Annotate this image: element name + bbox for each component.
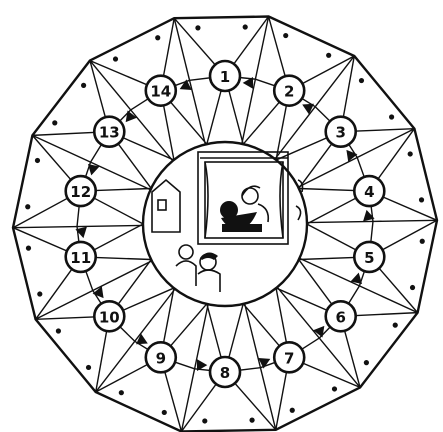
space-number: 2 [284,83,294,101]
board-space-7[interactable]: 7 [274,342,304,372]
corner-dot-icon [410,285,415,290]
space-number: 8 [220,364,230,382]
board-space-2[interactable]: 2 [274,76,304,106]
space-number: 1 [220,68,230,86]
corner-dot-icon [162,410,167,415]
board-space-9[interactable]: 9 [146,342,176,372]
corner-dot-icon [113,56,118,61]
corner-dot-icon [243,24,248,29]
board-space-3[interactable]: 3 [326,117,356,147]
board-space-10[interactable]: 10 [94,301,124,331]
space-number: 7 [284,349,294,367]
corner-dot-icon [420,239,425,244]
board-space-1[interactable]: 1 [210,61,240,91]
board-space-5[interactable]: 5 [354,242,384,272]
corner-dot-icon [419,197,424,202]
corner-dot-icon [52,120,57,125]
space-number: 12 [70,183,91,201]
corner-dot-icon [326,53,331,58]
corner-dot-icon [35,158,40,163]
corner-dot-icon [389,114,394,119]
space-number: 3 [335,124,345,142]
corner-dot-icon [26,246,31,251]
board-space-8[interactable]: 8 [210,357,240,387]
space-number: 13 [99,124,120,142]
space-number: 9 [156,349,166,367]
corner-dot-icon [56,328,61,333]
space-number: 6 [335,308,345,326]
board-space-4[interactable]: 4 [354,176,384,206]
space-number: 11 [70,249,91,267]
corner-dot-icon [25,204,30,209]
corner-dot-icon [408,151,413,156]
board-space-12[interactable]: 12 [66,176,96,206]
corner-dot-icon [195,25,200,30]
corner-dot-icon [332,386,337,391]
corner-dot-icon [37,291,42,296]
board-space-6[interactable]: 6 [326,301,356,331]
corner-dot-icon [86,365,91,370]
space-number: 10 [99,308,120,326]
corner-dot-icon [364,360,369,365]
board-space-13[interactable]: 13 [94,117,124,147]
board-space-11[interactable]: 11 [66,242,96,272]
corner-dot-icon [290,408,295,413]
corner-dot-icon [249,418,254,423]
space-number: 5 [364,249,374,267]
board-space-14[interactable]: 14 [146,76,176,106]
space-number: 14 [150,83,171,101]
space-number: 4 [364,183,374,201]
corner-dot-icon [359,78,364,83]
corner-dot-icon [202,418,207,423]
corner-dot-icon [393,323,398,328]
corner-dot-icon [283,33,288,38]
corner-dot-icon [155,35,160,40]
corner-dot-icon [119,390,124,395]
corner-dot-icon [81,83,86,88]
